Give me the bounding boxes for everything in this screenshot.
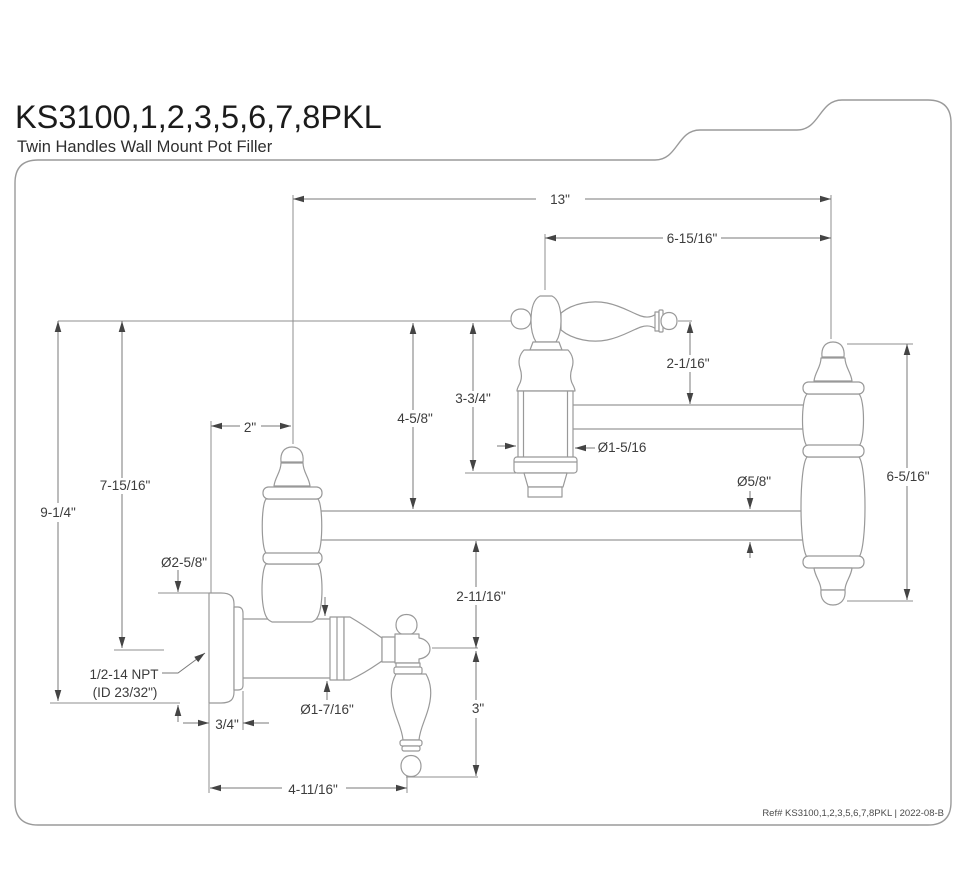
dim-pivot-height: 6-5/16"	[886, 344, 930, 600]
dim-label: Ø2-5/8"	[161, 555, 207, 570]
flange-ring	[233, 606, 244, 691]
header: KS3100,1,2,3,5,6,7,8PKL Twin Handles Wal…	[15, 99, 382, 156]
valve-bonnet	[343, 616, 383, 681]
dim-spout-to-joint: 6-15/16"	[545, 231, 831, 246]
dim-arm-tube-diameter: Ø5/8"	[737, 474, 771, 558]
dim-wall-to-handle-tip: 4-11/16"	[210, 782, 407, 797]
dim-label: Ø1-7/16"	[300, 702, 354, 717]
lower-arm-tube	[318, 510, 806, 541]
upper-arm-tube	[565, 404, 806, 430]
handle-tee-body	[394, 633, 431, 664]
sheet-border	[14, 99, 952, 826]
dim-arm-to-handle: 2-11/16"	[456, 541, 506, 648]
spout-skirt-ring	[513, 456, 578, 474]
dim-label: 13"	[550, 192, 570, 207]
dim-label: Ø1-5/16	[598, 440, 647, 455]
page-subtitle: Twin Handles Wall Mount Pot Filler	[17, 138, 273, 156]
supply-pipe	[243, 618, 338, 679]
dim-label: 3/4"	[215, 717, 239, 732]
dim-label: 2"	[244, 420, 257, 435]
spout-handle-ball-tip	[660, 311, 678, 331]
wall-joint-riser	[261, 446, 323, 623]
wall-valve-and-handle	[329, 613, 432, 778]
pivot-column	[800, 341, 866, 606]
dim-label: 6-5/16"	[886, 469, 929, 484]
dim-label: 4-11/16"	[288, 782, 338, 797]
handle-tee-ball	[395, 613, 418, 636]
dim-flange-depth: 3/4"	[183, 717, 269, 732]
npt-spec-label: 1/2-14 NPT	[89, 667, 158, 682]
pivot-bottom-finial	[820, 589, 846, 606]
pot-filler-drawing	[208, 295, 866, 778]
page-title: KS3100,1,2,3,5,6,7,8PKL	[15, 99, 382, 135]
wall-flange	[208, 592, 235, 704]
dim-label: 9-1/4"	[40, 505, 76, 520]
npt-id-label: (ID 23/32")	[93, 685, 158, 700]
dim-spout-body-height: 3-3/4"	[455, 323, 491, 471]
dim-label: 2-1/16"	[666, 356, 709, 371]
dim-valve-body-diameter: Ø1-7/16"	[300, 597, 354, 717]
dim-overall-reach: 13"	[293, 192, 831, 207]
spout-handle-ball-left	[510, 308, 532, 330]
dim-label: 3"	[472, 701, 485, 716]
riser-neck	[273, 462, 311, 487]
dim-label: 4-5/8"	[397, 411, 433, 426]
wall-handle-lever	[390, 673, 432, 741]
dim-spout-to-arm: 4-5/8"	[397, 323, 433, 509]
dim-joint-drop: 2-1/16"	[666, 322, 710, 404]
pivot-top-finial	[821, 341, 845, 358]
spout-valve-dome	[516, 349, 576, 392]
pivot-bottom-neck	[813, 567, 853, 591]
dim-handle-length: 3"	[472, 651, 485, 776]
dim-wall-to-arm-center: 7-15/16"	[100, 321, 151, 648]
bonnet-stem	[381, 636, 396, 663]
dim-overall-height: 9-1/4"	[40, 321, 76, 701]
dim-flange-diameter: Ø2-5/8"	[161, 555, 207, 722]
spout-valve-assembly	[510, 295, 678, 498]
pivot-top-neck	[813, 357, 853, 382]
spout-handle-lever	[560, 301, 657, 342]
dim-label: 2-11/16"	[456, 589, 506, 604]
footer-ref-note: Ref# KS3100,1,2,3,5,6,7,8PKL | 2022-08-B	[762, 808, 944, 819]
extension-lines	[50, 195, 913, 793]
wall-handle-ball	[400, 754, 422, 778]
dim-spout-body-diameter: Ø1-5/16	[497, 440, 646, 455]
npt-callout: 1/2-14 NPT (ID 23/32")	[89, 652, 206, 700]
dim-label: 6-15/16"	[667, 231, 718, 246]
spout-valve-body	[517, 390, 574, 459]
spout-outlet	[523, 472, 568, 488]
dim-label: 3-3/4"	[455, 391, 491, 406]
riser-finial	[280, 446, 304, 463]
dim-label: 7-15/16"	[100, 478, 151, 493]
dim-label: Ø5/8"	[737, 474, 771, 489]
dim-wall-to-riser: 2"	[211, 420, 291, 435]
spout-handle-tee	[530, 295, 562, 343]
